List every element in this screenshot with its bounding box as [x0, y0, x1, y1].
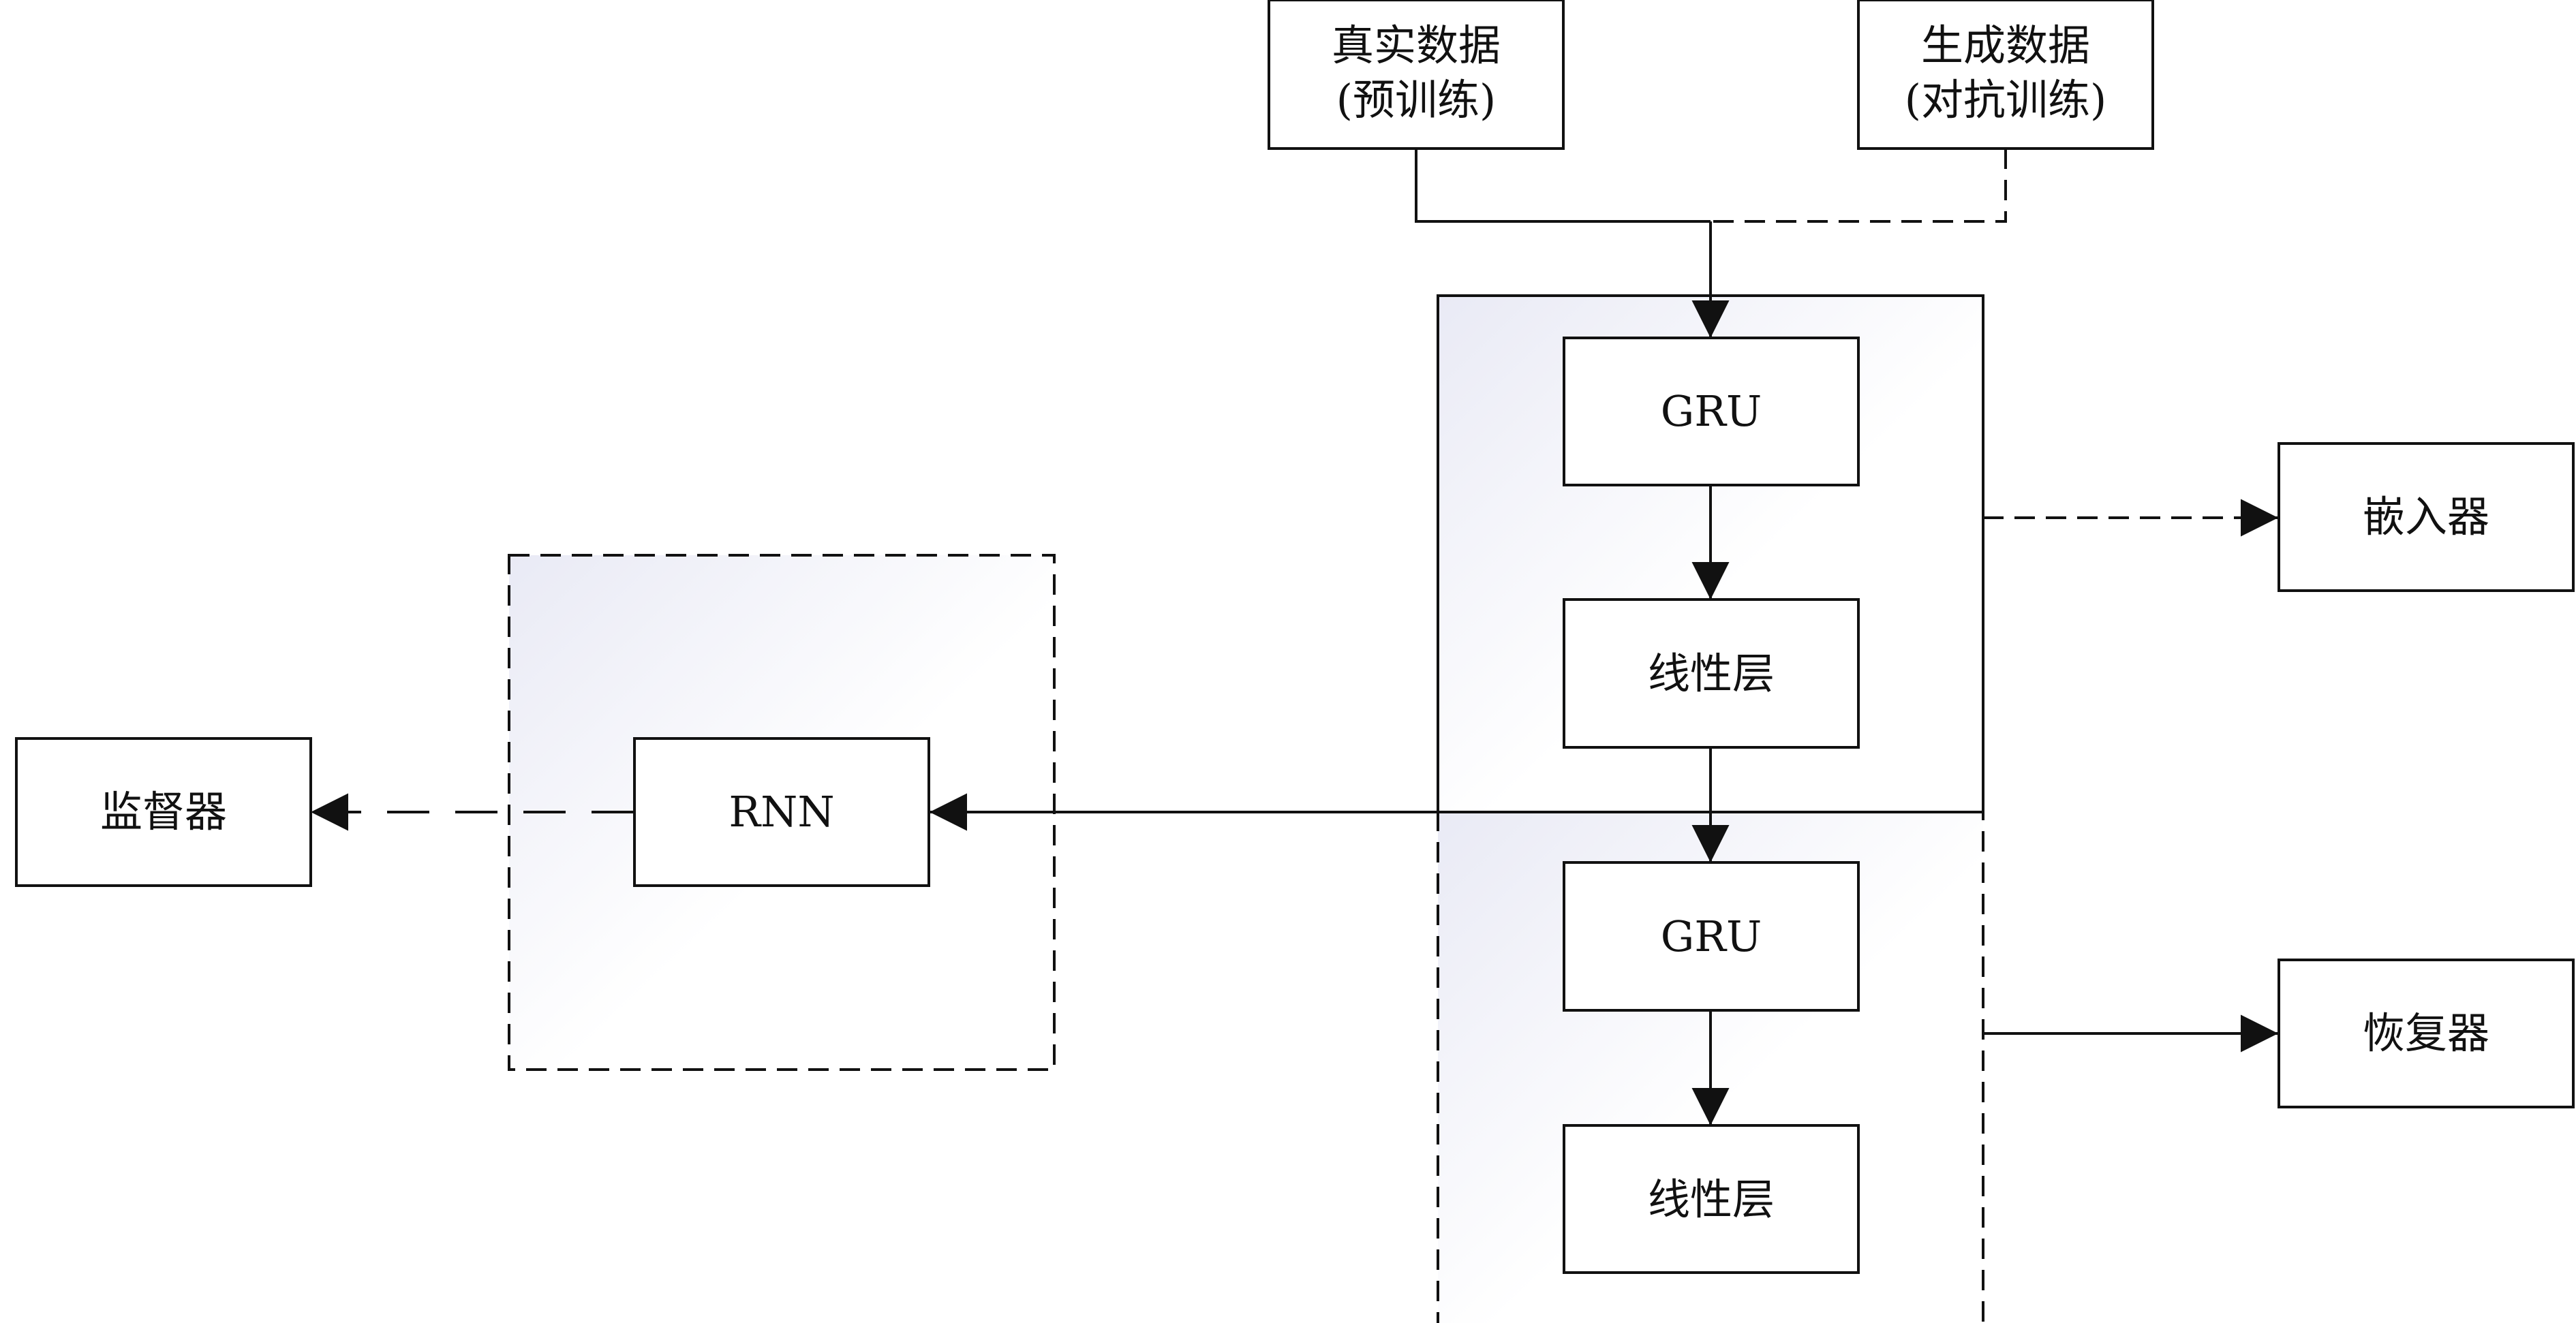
- rnn-label: RNN: [729, 787, 834, 837]
- embedder-label: 嵌入器: [2363, 492, 2489, 542]
- gru-bottom-label: GRU: [1661, 912, 1762, 961]
- supervisor-node: 监督器: [15, 737, 312, 887]
- generated-data-node: 生成数据 (对抗训练): [1857, 0, 2154, 150]
- recovery-label: 恢复器: [2363, 1008, 2489, 1058]
- rnn-node: RNN: [633, 737, 930, 887]
- real-data-connector: [1415, 149, 1711, 223]
- gru-top-label: GRU: [1661, 386, 1762, 436]
- gru-top-node: GRU: [1563, 337, 1860, 486]
- embedder-node: 嵌入器: [2278, 442, 2575, 592]
- recovery-node: 恢复器: [2278, 959, 2575, 1108]
- real-data-node: 真实数据 (预训练): [1268, 0, 1565, 150]
- linear-bottom-node: 线性层: [1563, 1124, 1860, 1274]
- linear-bottom-label: 线性层: [1648, 1174, 1775, 1224]
- real-data-label-line2: (预训练): [1336, 75, 1496, 125]
- gru-bottom-node: GRU: [1563, 861, 1860, 1012]
- generated-data-label-line2: (对抗训练): [1905, 75, 2106, 125]
- linear-top-label: 线性层: [1648, 649, 1775, 698]
- generated-data-label-line1: 生成数据: [1921, 20, 2090, 70]
- gen-data-connector: [1711, 149, 2007, 223]
- real-data-label-line1: 真实数据: [1332, 20, 1501, 70]
- supervisor-label: 监督器: [100, 787, 227, 837]
- linear-top-node: 线性层: [1563, 598, 1860, 749]
